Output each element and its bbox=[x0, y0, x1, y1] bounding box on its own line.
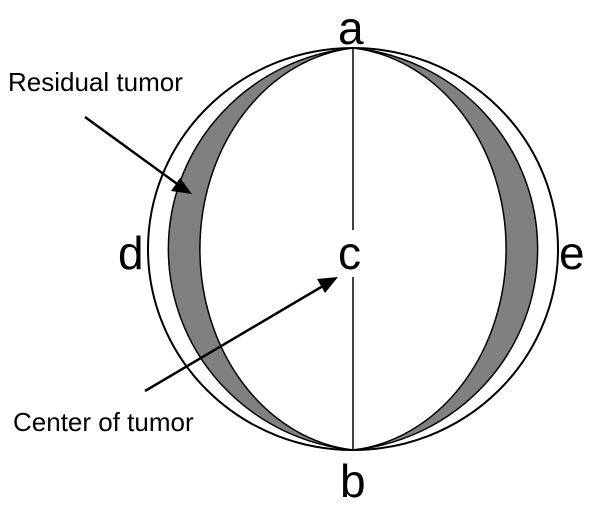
label-e: e bbox=[559, 227, 585, 279]
residual-tumor-left bbox=[167, 47, 354, 451]
label-b: b bbox=[340, 455, 366, 507]
residual-tumor-arrowhead bbox=[171, 178, 192, 194]
label-a: a bbox=[338, 2, 364, 54]
residual-tumor-right bbox=[352, 47, 539, 451]
residual-tumor-label: Residual tumor bbox=[8, 67, 183, 97]
center-of-tumor-label: Center of tumor bbox=[13, 407, 194, 437]
residual-tumor-arrow-line bbox=[84, 115, 181, 188]
label-d: d bbox=[118, 227, 144, 279]
center-arrow-line bbox=[144, 281, 329, 393]
label-c: c bbox=[338, 227, 361, 279]
center-arrowhead bbox=[317, 277, 338, 293]
